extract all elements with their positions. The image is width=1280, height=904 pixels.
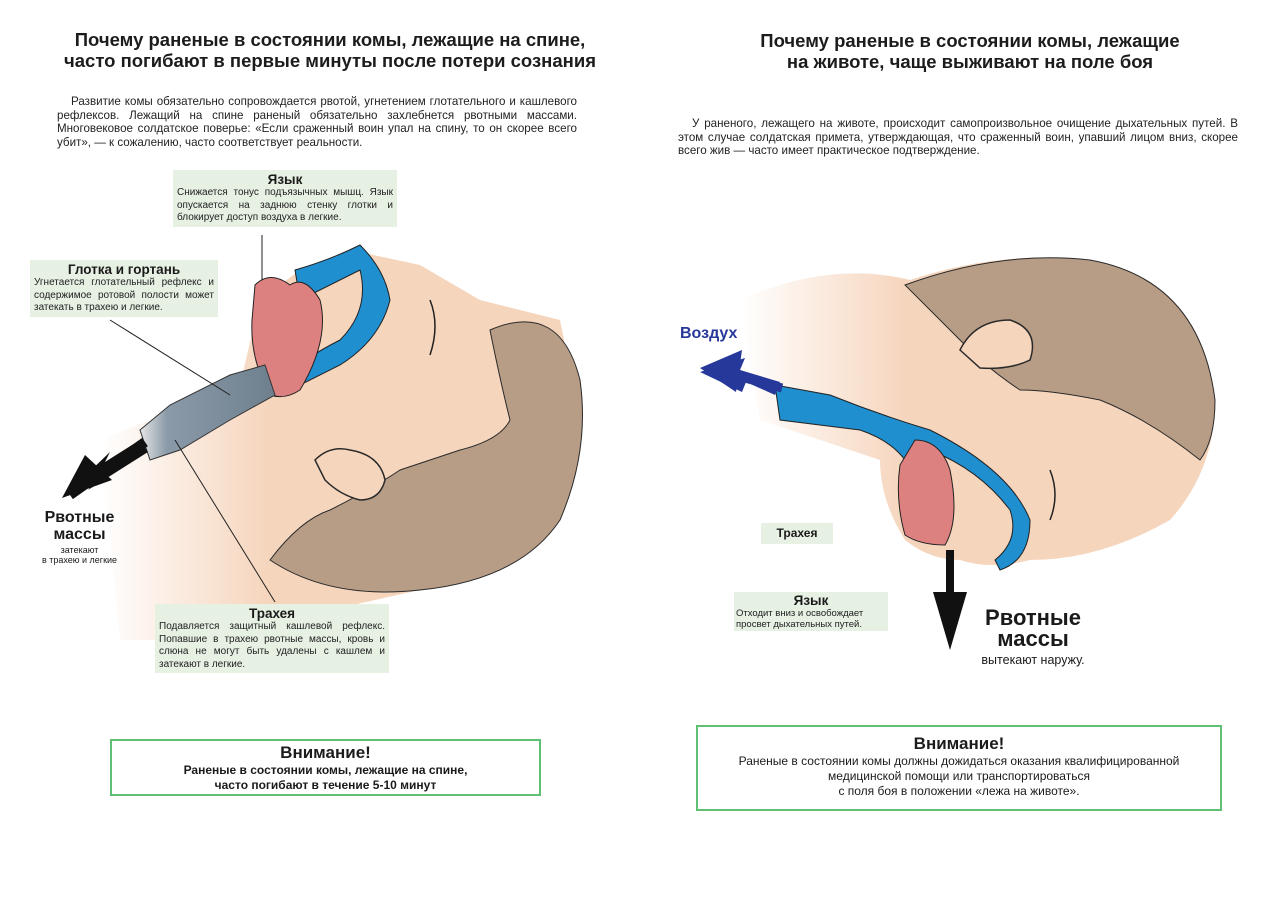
- label-title: Трахея: [776, 526, 818, 540]
- vomit-title-2: массы: [53, 526, 106, 543]
- left-intro: Развитие комы обязательно сопровождается…: [57, 95, 577, 149]
- warning-line: Раненые в состоянии комы должны дожидать…: [738, 754, 1180, 768]
- right-title: Почему раненые в состоянии комы, лежащие…: [690, 30, 1250, 72]
- left-title-line-1: Почему раненые в состоянии комы, лежащие…: [74, 29, 586, 50]
- right-warning-box: Внимание! Раненые в состоянии комы должн…: [696, 725, 1222, 811]
- warning-title: Внимание!: [280, 743, 371, 762]
- left-title: Почему раненые в состоянии комы, лежащие…: [30, 29, 630, 71]
- left-ear: [314, 448, 386, 501]
- label-title: Трахея: [248, 606, 296, 621]
- label-title: Язык: [793, 593, 829, 608]
- vomit-title-1: Рвотные: [985, 605, 1081, 630]
- left-hair: [269, 321, 583, 593]
- right-label-vomit: Рвотные массы вытекают наружу.: [968, 607, 1098, 668]
- right-tongue: [897, 439, 955, 546]
- vomit-sub-2: в трахею и легкие: [41, 555, 118, 565]
- left-pointer-trachea: [174, 439, 276, 603]
- label-text: Подавляется защитный кашлевой рефлекс. П…: [159, 621, 385, 670]
- left-intro-text: Развитие комы обязательно сопровождается…: [57, 95, 577, 149]
- left-label-tongue: Язык Снижается тонус подъязычных мышц. Я…: [173, 170, 397, 227]
- warning-line: часто погибают в течение 5-10 минут: [214, 778, 437, 792]
- right-ear: [959, 319, 1034, 370]
- left-title-line-2: часто погибают в первые минуты после пот…: [64, 50, 596, 71]
- label-text: Снижается тонус подъязычных мышц. Язык о…: [177, 187, 393, 223]
- label-text: Отходит вниз и освобождает: [736, 608, 864, 619]
- right-vomit-arrow-head: [933, 592, 967, 650]
- label-title: Глотка и гортань: [67, 262, 181, 277]
- left-label-trachea: Трахея Подавляется защитный кашлевой реф…: [155, 604, 389, 673]
- right-intro: У раненого, лежащего на животе, происход…: [678, 117, 1238, 158]
- warning-line: медицинской помощи или транспортироватьс…: [828, 769, 1090, 783]
- right-vomit-arrow-shaft: [946, 550, 954, 595]
- right-head-illustration: [700, 257, 1216, 650]
- left-pointer-pharynx: [109, 319, 231, 396]
- warning-line: с поля боя в положении «лежа на животе».: [838, 784, 1080, 798]
- right-label-tongue: Язык Отходит вниз и освобождает просвет …: [734, 592, 888, 631]
- left-label-vomit: Рвотные массы затекают в трахею и легкие: [22, 509, 137, 565]
- left-tube: [139, 364, 276, 461]
- right-title-line-1: Почему раненые в состоянии комы, лежащие: [760, 30, 1180, 51]
- label-text: просвет дыхательных путей.: [736, 619, 862, 630]
- vomit-sub: вытекают наружу.: [981, 653, 1085, 667]
- right-label-air: Воздух: [680, 325, 738, 342]
- left-warning-box: Внимание! Раненые в состоянии комы, лежа…: [110, 739, 541, 796]
- warning-title: Внимание!: [913, 734, 1005, 753]
- label-text: Угнетается глотательный рефлекс и содерж…: [34, 277, 214, 313]
- vomit-title-1: Рвотные: [44, 509, 115, 526]
- warning-line: Раненые в состоянии комы, лежащие на спи…: [183, 763, 468, 777]
- left-label-pharynx: Глотка и гортань Угнетается глотательный…: [30, 260, 218, 317]
- right-intro-text: У раненого, лежащего на животе, происход…: [678, 117, 1238, 157]
- label-title: Язык: [267, 172, 303, 187]
- right-label-trachea: Трахея: [761, 523, 833, 544]
- vomit-title-2: массы: [997, 626, 1069, 651]
- vomit-sub-1: затекают: [60, 545, 99, 555]
- left-head-illustration: [62, 235, 583, 640]
- right-title-line-2: на животе, чаще выживают на поле боя: [786, 51, 1154, 72]
